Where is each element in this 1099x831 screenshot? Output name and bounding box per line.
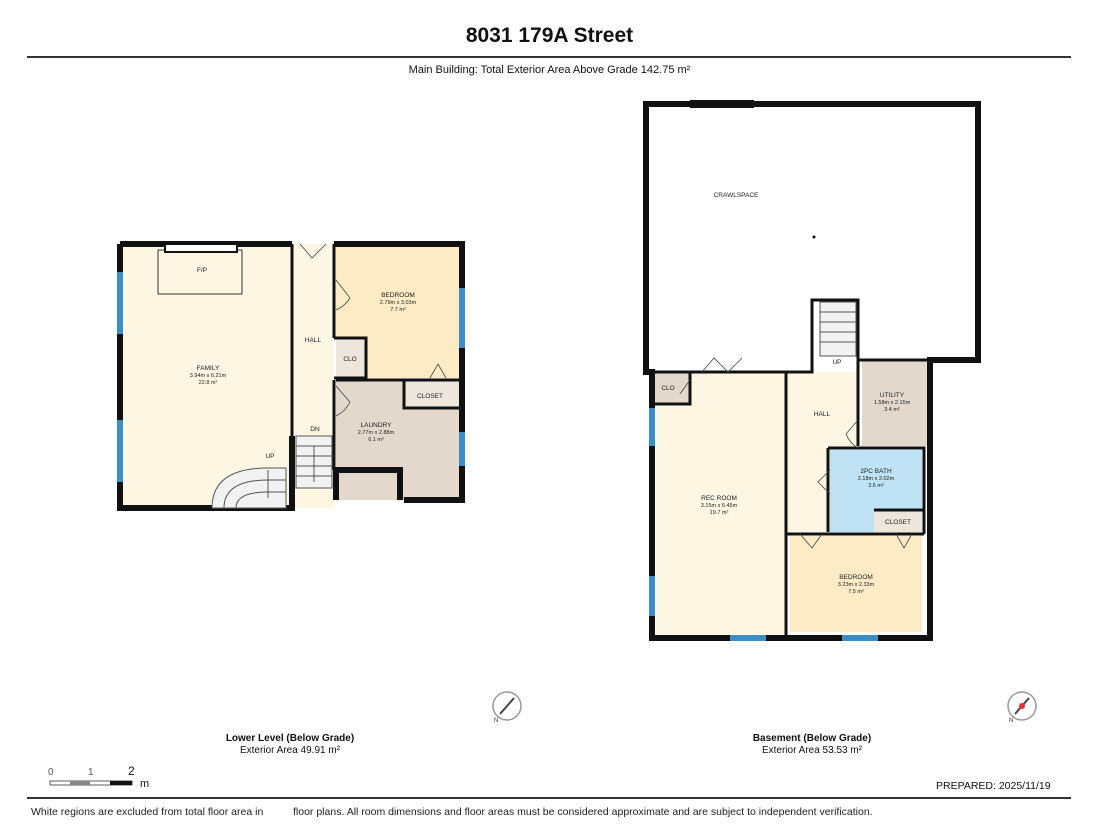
bath-label: 2PC BATH <box>860 468 892 475</box>
utility-dims: 1.58m x 2.15m <box>874 400 911 406</box>
bsmt-clo-label: CLO <box>661 385 674 392</box>
laundry-dims: 2.77m x 2.88m <box>358 430 395 436</box>
basement-area: Exterior Area 53.53 m² <box>761 745 863 756</box>
scale-unit: m <box>140 778 149 790</box>
disclaimer-right: floor plans. All room dimensions and flo… <box>293 806 873 818</box>
scale-tick-1: 1 <box>88 767 94 778</box>
utility-fill <box>862 360 928 446</box>
bsmt-bedroom-dims: 3.23m x 2.33m <box>838 582 875 588</box>
scale-tick-2: 2 <box>128 764 135 778</box>
laundry-area: 6.1 m² <box>368 437 384 443</box>
ll-closet-fill <box>404 380 460 408</box>
footer-rule <box>27 797 1071 799</box>
laundry-label: LAUNDRY <box>361 422 393 429</box>
bsmt-hall-label: HALL <box>814 411 831 418</box>
ll-bedroom-area: 7.7 m² <box>390 307 406 313</box>
prepared-date: PREPARED: 2025/11/19 <box>936 780 1051 792</box>
bath-dims: 2.18m x 2.02m <box>858 476 895 482</box>
ll-bedroom-label: BEDROOM <box>381 292 415 299</box>
basement-plan <box>643 100 981 641</box>
disclaimer-left: White regions are excluded from total fl… <box>31 806 264 818</box>
rec-room-label: REC ROOM <box>701 495 737 502</box>
bsmt-closet-label: CLOSET <box>885 519 911 526</box>
lower-level-name: Lower Level (Below Grade) <box>225 733 355 744</box>
svg-text:N: N <box>1009 718 1013 724</box>
ll-up-label: UP <box>265 453 274 460</box>
rec-room-area: 19.7 m² <box>710 510 729 516</box>
scale-tick-0: 0 <box>48 767 54 778</box>
family-room-fill <box>120 244 292 508</box>
compass-icon: N <box>1007 691 1037 724</box>
utility-area: 3.4 m² <box>884 407 900 413</box>
rec-room-dims: 3.15m x 6.45m <box>701 503 738 509</box>
address-title: 8031 179A Street <box>465 24 634 47</box>
rec-room-fill <box>656 372 786 634</box>
bsmt-closet-fill <box>874 510 922 532</box>
fp-label: F/P <box>197 267 207 274</box>
bsmt-bedroom-label: BEDROOM <box>839 574 873 581</box>
basement-caption: Basement (Below Grade) Exterior Area 53.… <box>712 733 912 757</box>
bsmt-up-label: UP <box>832 359 841 366</box>
lower-level-caption: Lower Level (Below Grade) Exterior Area … <box>190 733 390 757</box>
crawlspace-label: CRAWLSPACE <box>714 192 759 199</box>
header-rule <box>27 56 1071 58</box>
dn-label: DN <box>310 426 320 433</box>
basement-labels: CRAWLSPACE UP CLO UTILITY 1.58m x 2.15m … <box>661 192 911 595</box>
area-summary: Main Building: Total Exterior Area Above… <box>408 64 691 76</box>
family-label: FAMILY <box>197 365 220 372</box>
lower-level-plan <box>117 241 465 511</box>
bath-area: 3.6 m² <box>868 483 884 489</box>
compass-icon: N <box>492 691 522 724</box>
scale-bar: 0 1 2 m <box>48 764 149 790</box>
svg-text:N: N <box>494 718 498 724</box>
lower-level-area: Exterior Area 49.91 m² <box>239 745 341 756</box>
ll-clo-label: CLO <box>343 356 356 363</box>
ll-hall-label: HALL <box>305 337 322 344</box>
basement-name: Basement (Below Grade) <box>752 733 872 744</box>
bsmt-clo-fill <box>652 372 690 404</box>
ll-bedroom-dims: 2.79m x 3.03m <box>380 300 417 306</box>
bsmt-bedroom-fill <box>790 536 922 632</box>
ll-closet-label: CLOSET <box>417 393 443 400</box>
family-area: 22.8 m² <box>199 380 218 386</box>
bsmt-bedroom-area: 7.5 m² <box>848 589 864 595</box>
lower-level-labels: F/P FAMILY 3.94m x 6.21m 22.8 m² HALL BE… <box>190 267 443 460</box>
ll-clo-fill <box>336 338 366 378</box>
family-dims: 3.94m x 6.21m <box>190 373 227 379</box>
utility-label: UTILITY <box>880 392 905 399</box>
